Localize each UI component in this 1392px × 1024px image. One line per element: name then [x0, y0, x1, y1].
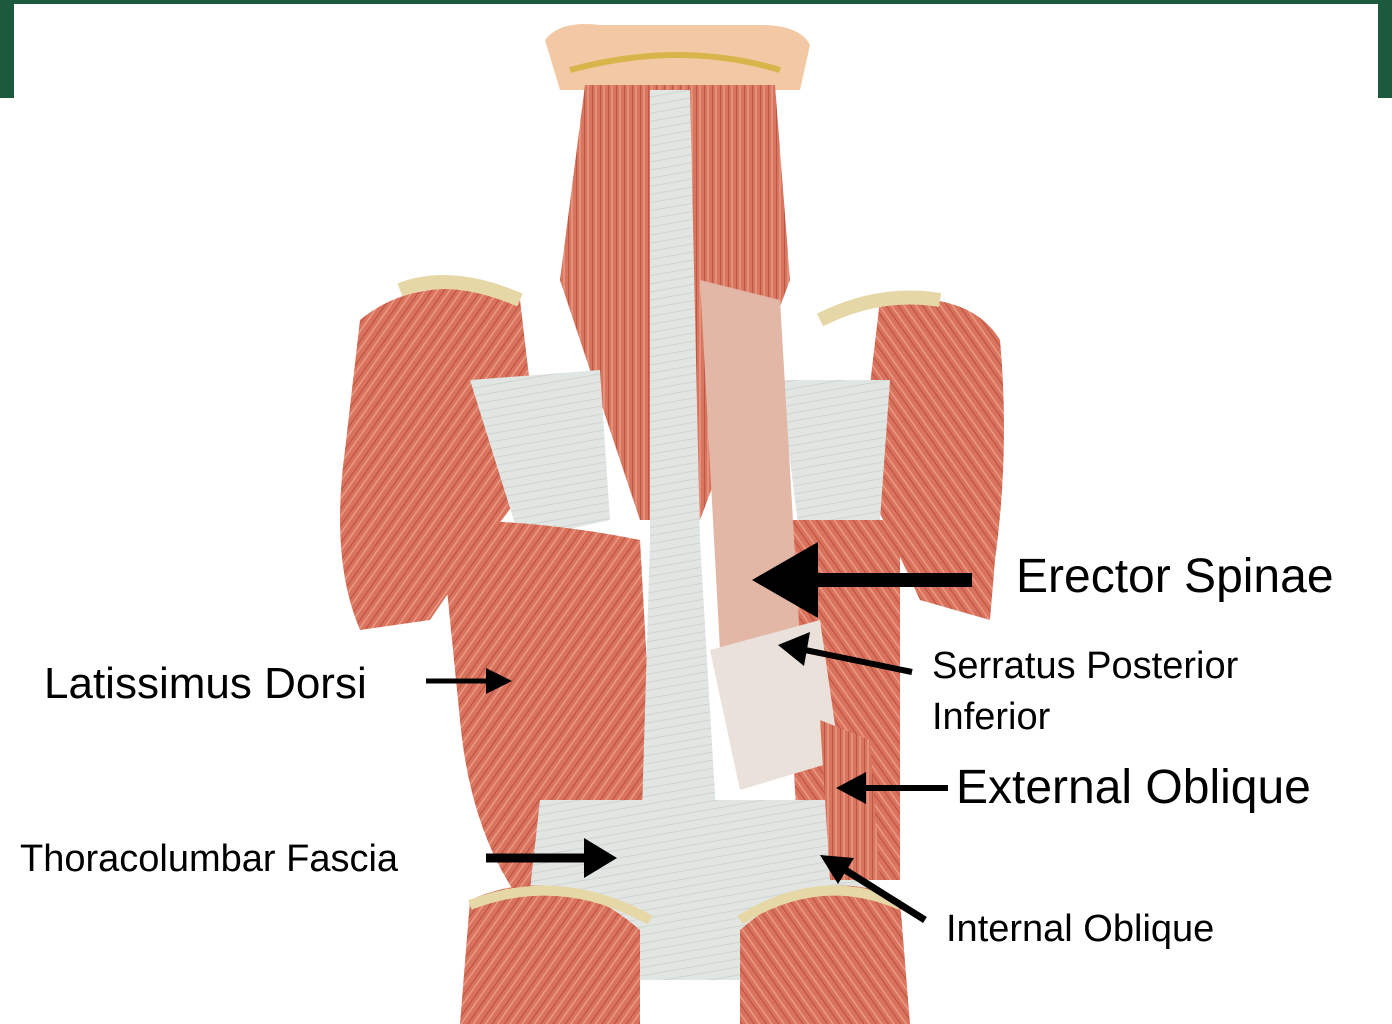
- label-external-oblique: External Oblique: [956, 764, 1311, 812]
- label-erector-spinae: Erector Spinae: [1016, 553, 1334, 601]
- serratus-posterior-inferior: [710, 620, 840, 790]
- label-thoracolumbar-fascia: Thoracolumbar Fascia: [20, 840, 398, 878]
- label-serratus-posterior-line1: Serratus Posterior: [932, 647, 1238, 685]
- label-latissimus-dorsi: Latissimus Dorsi: [44, 662, 367, 706]
- right-scapula-fascia: [780, 380, 890, 540]
- label-serratus-posterior-line2: Inferior: [932, 698, 1050, 736]
- label-internal-oblique: Internal Oblique: [946, 910, 1214, 948]
